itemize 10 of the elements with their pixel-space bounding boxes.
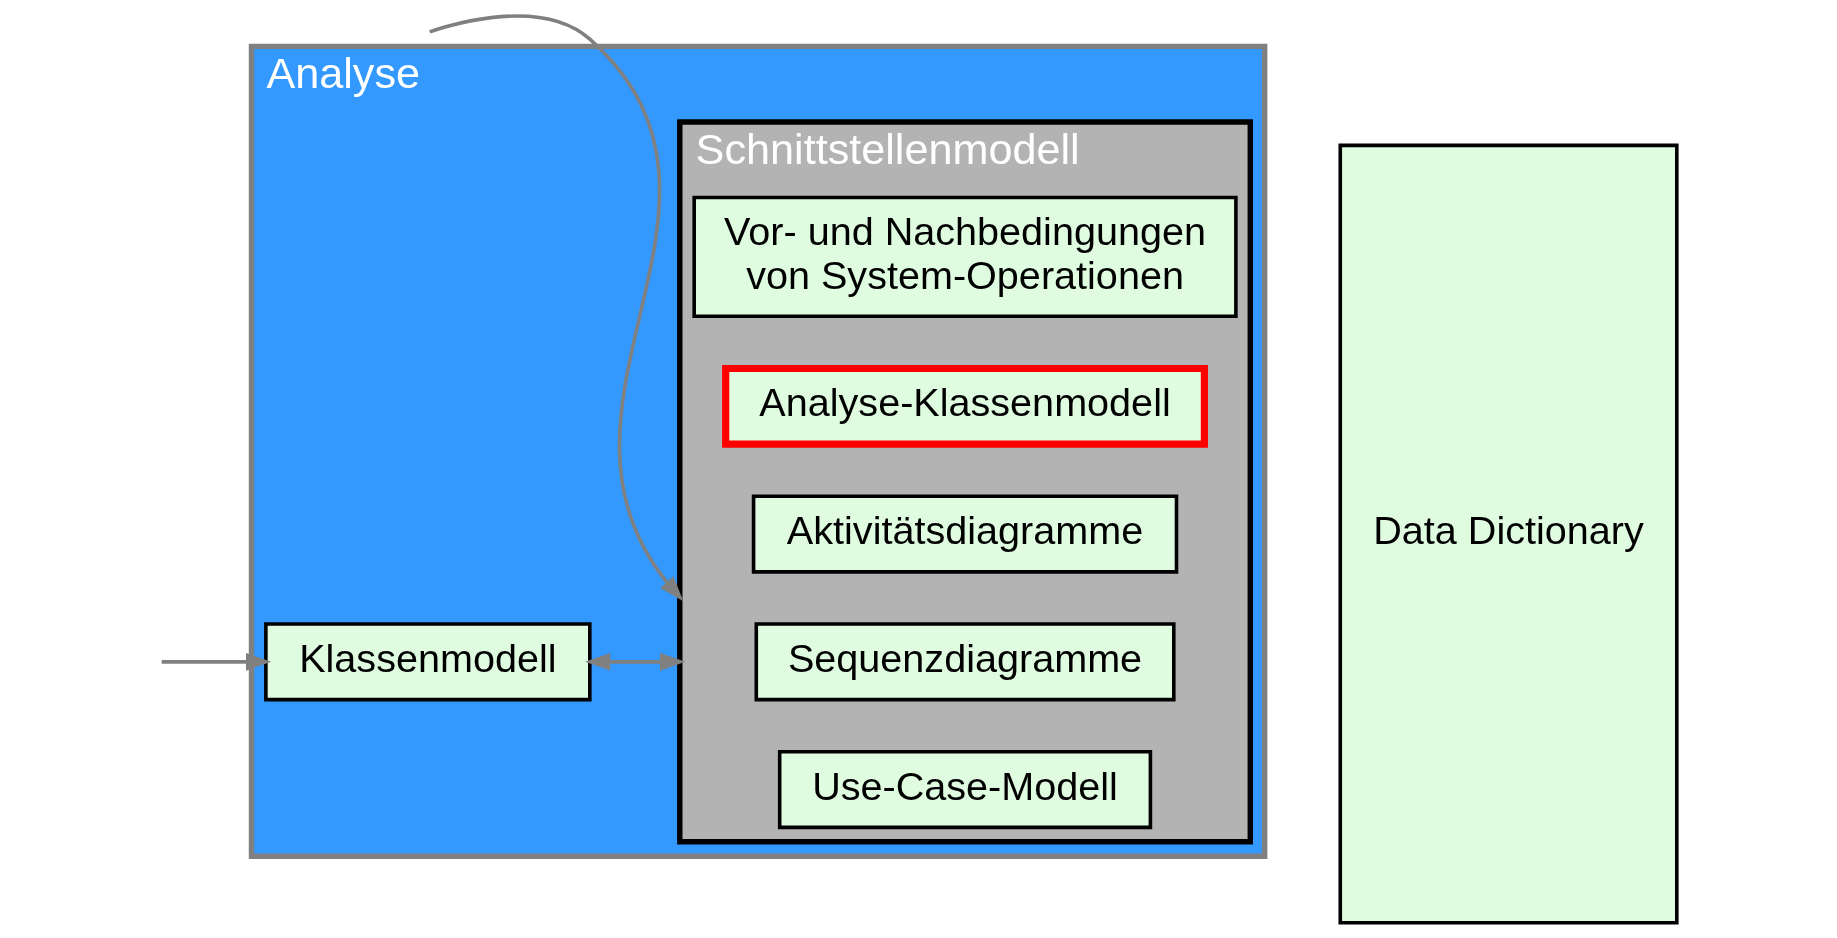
arrow xyxy=(585,653,686,671)
node-box: Use-Case-Modell xyxy=(777,750,1153,830)
node-box: Analyse-Klassenmodell xyxy=(722,364,1208,448)
node-box: Vor- und Nachbedingungen von System-Operationen xyxy=(692,195,1238,319)
node-box: Data Dictionary xyxy=(1338,143,1679,925)
arrow xyxy=(161,653,272,671)
node-box: Sequenzdiagramme xyxy=(754,622,1176,702)
node-box: Klassenmodell xyxy=(264,622,592,702)
arrow xyxy=(429,14,684,602)
node-box: Aktivitätsdiagramme xyxy=(751,494,1179,574)
